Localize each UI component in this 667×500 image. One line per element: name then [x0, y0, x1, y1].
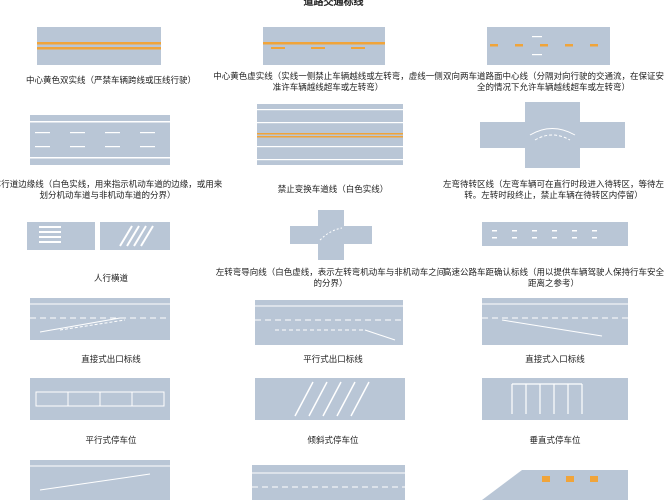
no-lane-change-line-image	[257, 104, 403, 165]
parallel-parking-image	[30, 378, 170, 420]
caption: 左弯待转区线（左弯车辆可在直行时段进入待转区，等待左转。左转时段终止，禁止车辆在…	[442, 180, 664, 201]
road-marking-image	[30, 460, 170, 500]
yellow-dashed-solid-line-image	[263, 27, 385, 65]
caption: 直接式出口标线	[81, 355, 141, 365]
two-lane-center-line-image	[487, 27, 610, 65]
caption: 禁止变换车道线（白色实线）	[277, 185, 389, 195]
crosswalk-image-2	[100, 222, 170, 250]
direct-exit-marking-image	[30, 298, 170, 340]
double-yellow-line-image	[37, 27, 161, 65]
road-marking-image	[252, 465, 405, 500]
edge-line-image	[30, 115, 170, 165]
crosswalk-image-1	[27, 222, 95, 250]
distance-confirmation-line-image	[482, 222, 628, 246]
caption: 双向两车道路面中心线（分隔对向行驶的交通流，在保证安全的情况下允许车辆越线超车或…	[442, 72, 664, 93]
caption: 平行式出口标线	[303, 355, 363, 365]
caption: 直接式入口标线	[525, 355, 585, 365]
angled-parking-image	[255, 378, 405, 420]
caption: 垂直式停车位	[529, 436, 581, 446]
caption: 中心黄色虚实线（实线一侧禁止车辆越线或左转弯，虚线一侧准许车辆越线超车或左转弯）	[213, 72, 443, 93]
caption: 高速公路车距确认标线（用以提供车辆驾驶人保持行车安全距离之参考）	[442, 268, 664, 289]
caption: 车行道边缘线（白色实线，用来指示机动车道的边缘，或用来划分机动车道与非机动车道的…	[0, 180, 223, 201]
road-marking-image	[482, 460, 628, 500]
left-turn-waiting-zone-image	[480, 102, 625, 168]
parallel-exit-marking-image	[255, 300, 403, 345]
caption: 人行横道	[93, 274, 128, 284]
page-title: 道路交通标线	[303, 0, 364, 8]
perpendicular-parking-image	[482, 378, 628, 420]
caption: 左转弯导向线（白色虚线，表示左转弯机动车与非机动车之间的分界）	[215, 268, 446, 289]
caption: 中心黄色双实线（严禁车辆跨线或压线行驶）	[25, 76, 196, 86]
caption: 倾斜式停车位	[307, 436, 359, 446]
direct-entrance-marking-image	[482, 298, 628, 345]
left-turn-guide-line-image	[290, 210, 372, 260]
caption: 平行式停车位	[85, 436, 137, 446]
